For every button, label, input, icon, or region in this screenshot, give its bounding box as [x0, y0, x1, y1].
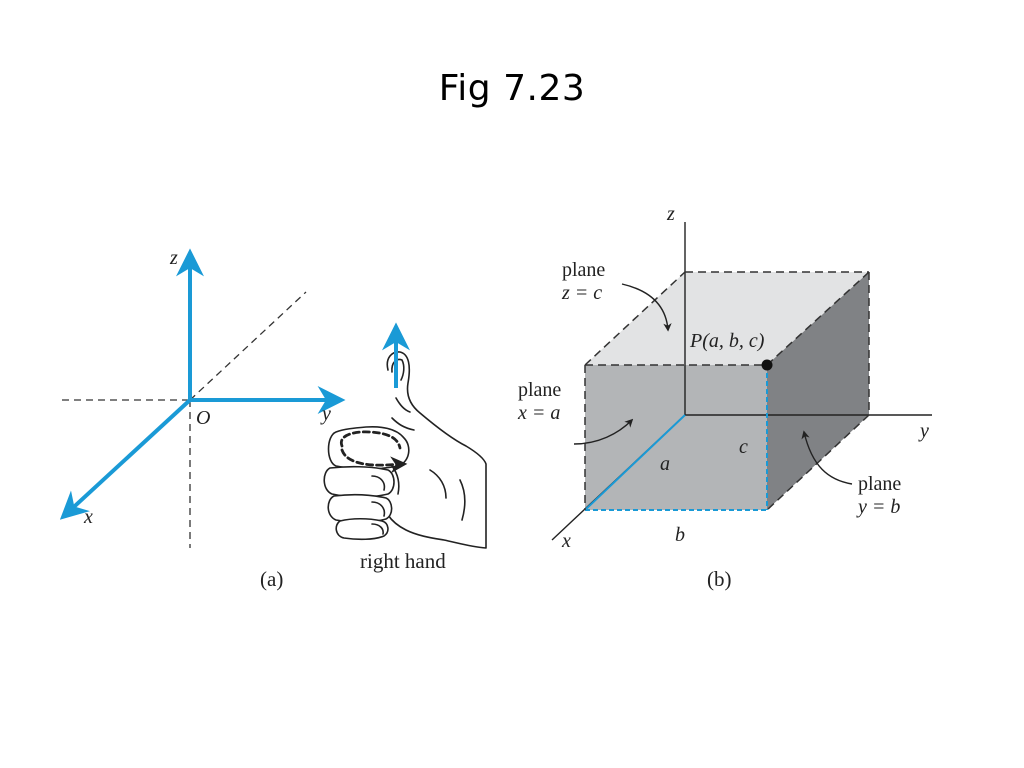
- slide-title: Fig 7.23: [438, 68, 586, 109]
- axis-z-label: z: [169, 247, 178, 269]
- b-axis-y-label: y: [918, 420, 929, 442]
- right-hand-illustration: [323, 351, 487, 549]
- plane-top-word: plane: [562, 259, 605, 281]
- b-axis-z-label: z: [666, 203, 675, 225]
- b-axis-x-label: x: [561, 530, 571, 552]
- box-front-face: [585, 365, 767, 510]
- box-right-face: [767, 272, 869, 510]
- box-top-face: [585, 272, 869, 365]
- hand-label: right hand: [360, 549, 446, 573]
- panel-a: z y x O: [59, 247, 487, 591]
- axis-y-label: y: [320, 403, 331, 425]
- axis-x-label: x: [83, 506, 93, 528]
- plane-right-eq: y = b: [856, 496, 900, 518]
- point-p-dot: [761, 359, 773, 371]
- edge-a-blue: [584, 414, 686, 511]
- rotation-arrow: [339, 430, 402, 450]
- plane-top-eq: z = c: [561, 282, 602, 304]
- neg-x-dashed-axis: [189, 291, 307, 401]
- plane-front-eq: x = a: [517, 402, 560, 424]
- plane-right-pointer: [801, 430, 853, 485]
- panel-b: z y x plane z = c plane x = a plane y = …: [517, 203, 932, 591]
- edge-b-label: b: [675, 524, 685, 546]
- plane-front-pointer: [573, 418, 634, 445]
- origin-label: O: [196, 407, 210, 429]
- plane-right-word: plane: [858, 473, 901, 495]
- caption-b: (b): [707, 567, 732, 591]
- box-dashed-edges: [584, 271, 870, 511]
- plane-top-pointer: [621, 283, 672, 332]
- x-axis-arrow: [59, 398, 192, 520]
- point-p-label: P(a, b, c): [689, 330, 765, 352]
- edge-c-label: c: [739, 436, 748, 458]
- edge-a-label: a: [660, 453, 670, 475]
- caption-a: (a): [260, 567, 283, 591]
- plane-front-word: plane: [518, 379, 561, 401]
